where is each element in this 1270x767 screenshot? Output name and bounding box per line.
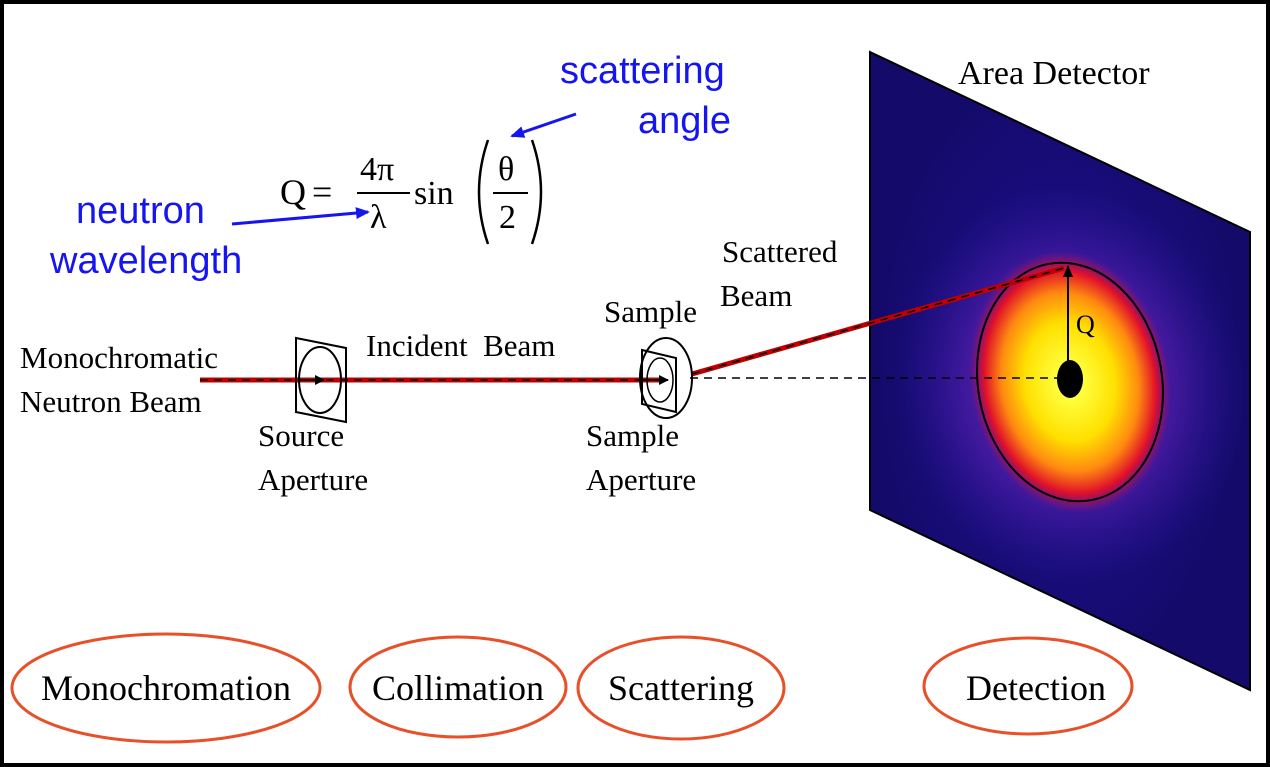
sample-outer-circle (639, 337, 693, 419)
formula-lhs: Q (280, 172, 306, 212)
formula-angle-den: 2 (499, 199, 516, 236)
monochromatic-label-1: Monochromatic (20, 340, 218, 375)
stage-detection-ellipse (922, 636, 1134, 736)
source-aperture-label-2: Aperture (258, 462, 368, 497)
scattering-angle-arrow (510, 112, 577, 138)
sample-label: Sample (604, 294, 697, 329)
scattered-beam-label-2: Beam (720, 278, 792, 313)
scattered-beam-dashes (691, 267, 1065, 375)
incident-beam-label: Incident Beam (366, 328, 555, 363)
q-circle (976, 261, 1164, 503)
monochromatic-label-2: Neutron Beam (20, 384, 202, 419)
beam-stop (1057, 360, 1083, 398)
stage-monochromation-ellipse (10, 632, 322, 744)
stage-detection-label: Detection (966, 668, 1106, 708)
stage-detection: Detection (922, 636, 1134, 736)
stage-scattering: Scattering (576, 635, 786, 741)
stage-scattering-ellipse (576, 635, 786, 741)
neutron-wavelength-label-1: neutron (76, 190, 205, 232)
formula-left-paren (477, 139, 490, 245)
sample-aperture-label-1: Sample (586, 418, 679, 453)
neutron-wavelength-label-2: wavelength (49, 240, 242, 282)
formula-angle-num: θ (498, 151, 514, 188)
source-aperture-label-1: Source (258, 418, 344, 453)
q-formula: Q = 4π λ sin θ 2 (280, 139, 543, 245)
formula-right-paren (530, 139, 543, 245)
stage-collimation-ellipse (348, 635, 568, 739)
neutron-wavelength-arrow (231, 207, 370, 226)
scattering-angle-label-2: angle (638, 100, 731, 142)
stage-collimation-label: Collimation (372, 668, 544, 708)
source-aperture (295, 336, 347, 424)
stage-collimation: Collimation (348, 635, 568, 739)
scattering-angle-label-1: scattering (560, 50, 725, 92)
formula-equals: = (312, 172, 332, 212)
area-detector-label: Area Detector (958, 55, 1150, 92)
sample-aperture-frame (641, 348, 677, 414)
source-aperture-frame (295, 336, 347, 424)
q-vector-label: Q (1076, 310, 1095, 339)
source-aperture-hole (298, 346, 342, 414)
formula-sin: sin (414, 175, 454, 212)
scattered-beam-label-1: Scattered (722, 234, 838, 269)
sample-aperture (639, 337, 693, 419)
stage-monochromation-label: Monochromation (41, 668, 291, 708)
area-detector: Q (869, 50, 1251, 692)
sample-inner-circle (646, 357, 674, 403)
stage-scattering-label: Scattering (608, 668, 754, 708)
formula-numerator: 4π (360, 151, 394, 188)
formula-denominator: λ (370, 199, 387, 236)
stage-monochromation: Monochromation (10, 632, 322, 744)
sample-aperture-label-2: Aperture (586, 462, 696, 497)
